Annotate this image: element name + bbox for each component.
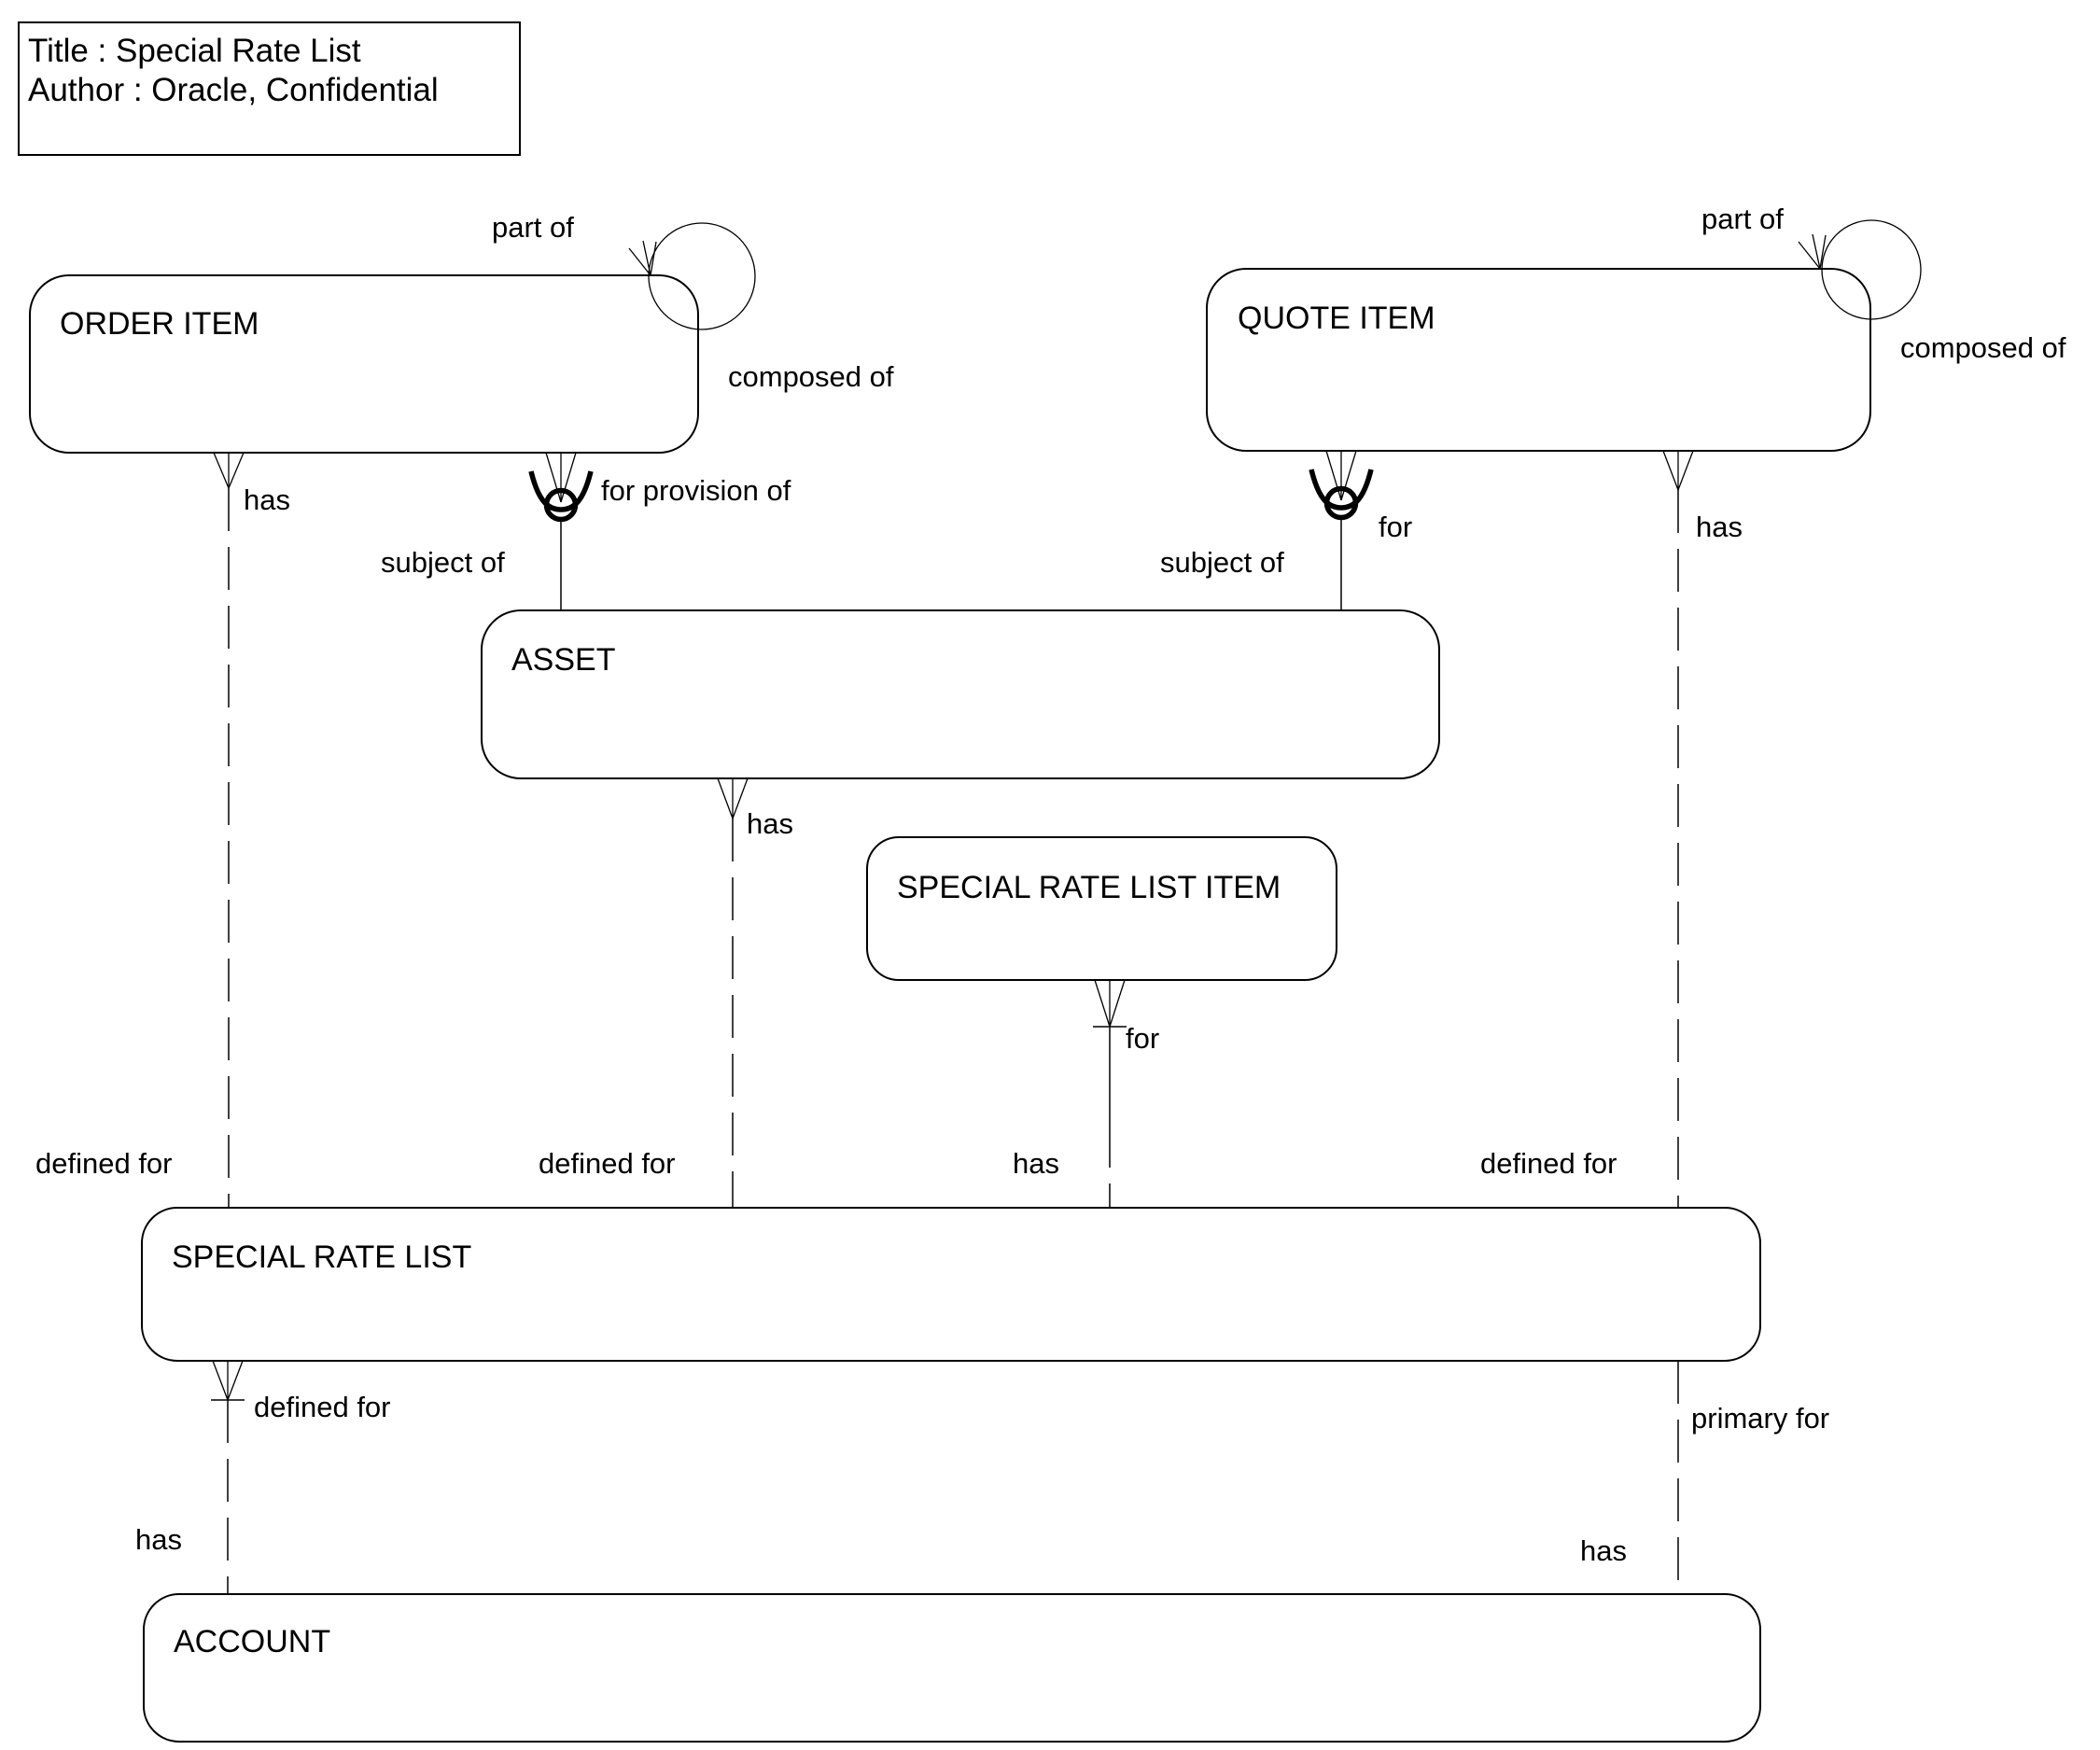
entity-special-rate-list-label: SPECIAL RATE LIST [172, 1239, 471, 1275]
crows-foot-icon [227, 1360, 244, 1401]
entity-asset: ASSET [481, 609, 1440, 779]
entity-order-item-box [29, 274, 699, 454]
crows-foot-icon [228, 452, 245, 489]
entity-order-item-label: ORDER ITEM [60, 306, 259, 342]
entity-account-box [143, 1593, 1761, 1743]
relationship-label: for provision of [601, 474, 791, 507]
relationship-label: primary for [1691, 1402, 1829, 1435]
entity-quote-item-label: QUOTE ITEM [1238, 301, 1435, 336]
crows-foot-icon [560, 452, 577, 503]
relationship-label: subject of [381, 546, 505, 579]
entity-special-rate-list-box [141, 1207, 1761, 1362]
crows-foot-icon [545, 452, 562, 503]
relationship-asset-to-special-rate-list: has defined for [539, 777, 793, 1208]
entity-account: ACCOUNT [143, 1593, 1761, 1743]
relationship-special-rate-list-item-to-special-rate-list: for has [1013, 979, 1159, 1208]
crows-foot-icon [1812, 233, 1821, 270]
relationship-label: has [747, 807, 793, 840]
crows-foot-icon [213, 452, 230, 489]
relationship-label: has [135, 1523, 182, 1556]
relationship-label: composed of [728, 360, 894, 393]
relationship-order-item-to-special-rate-list: has defined for [35, 452, 290, 1208]
title-block: Title : Special Rate List Author : Oracl… [18, 21, 521, 156]
relationship-label: for [1379, 511, 1412, 543]
relationship-label: has [1580, 1534, 1627, 1567]
curved-crows-foot-icon [528, 470, 594, 512]
entity-order-item: ORDER ITEM [29, 274, 699, 454]
entity-quote-item: QUOTE ITEM [1206, 268, 1871, 452]
entity-quote-item-box [1206, 268, 1871, 452]
crows-foot-icon [732, 777, 749, 819]
diagram-title-text: Title : Special Rate List [28, 33, 361, 69]
diagram-author-text: Author : Oracle, Confidential [28, 72, 439, 108]
crows-foot-icon [212, 1360, 229, 1401]
self-loop-arc-icon [1821, 219, 1922, 320]
relationship-label: defined for [254, 1391, 391, 1423]
optionality-circle-icon [543, 487, 579, 523]
relationship-label: defined for [539, 1147, 676, 1180]
crows-foot-icon [628, 247, 651, 276]
relationship-label: part of [1701, 203, 1784, 235]
entity-asset-label: ASSET [511, 642, 615, 678]
crows-foot-icon [1094, 979, 1111, 1028]
relationship-label: has [244, 483, 290, 516]
relationship-label: has [1696, 511, 1743, 543]
crows-foot-icon [1798, 241, 1821, 270]
relationship-label: defined for [35, 1147, 173, 1180]
crows-foot-icon [1662, 450, 1679, 491]
crows-foot-icon [1677, 450, 1694, 491]
relationship-special-rate-list-to-account-left: defined for has [135, 1360, 391, 1594]
relationship-special-rate-list-to-account-right: primary for has [1580, 1361, 1829, 1594]
entity-special-rate-list-item-label: SPECIAL RATE LIST ITEM [897, 870, 1281, 905]
crows-foot-icon [1819, 234, 1827, 270]
crows-foot-icon [1109, 979, 1126, 1028]
curved-crows-foot-icon [1309, 469, 1374, 511]
relationship-quote-item-to-special-rate-list: has defined for [1480, 450, 1743, 1208]
relationship-label: part of [492, 211, 574, 244]
entity-asset-box [481, 609, 1440, 779]
relationship-label: has [1013, 1147, 1059, 1180]
entity-special-rate-list-item: SPECIAL RATE LIST ITEM [866, 836, 1337, 981]
relationship-quote-item-self-loop: part of composed of [1701, 203, 2066, 364]
relationship-quote-item-to-asset: for subject of [1160, 450, 1412, 610]
entity-special-rate-list-item-box [866, 836, 1337, 981]
crows-foot-icon [1325, 450, 1342, 501]
crows-foot-icon [650, 241, 657, 276]
optionality-circle-icon [1323, 485, 1359, 521]
self-loop-arc-icon [648, 222, 756, 330]
relationship-label: for [1126, 1022, 1159, 1055]
entity-account-label: ACCOUNT [174, 1624, 330, 1659]
title-box [18, 21, 521, 156]
crows-foot-icon [1340, 450, 1357, 501]
relationship-label: defined for [1480, 1147, 1617, 1180]
relationship-order-item-self-loop: part of composed of [492, 211, 894, 393]
relationship-order-item-to-asset: for provision of subject of [381, 452, 791, 610]
crows-foot-icon [642, 240, 651, 276]
entity-special-rate-list: SPECIAL RATE LIST [141, 1207, 1761, 1362]
crows-foot-icon [717, 777, 734, 819]
relationship-label: subject of [1160, 546, 1284, 579]
relationship-label: composed of [1900, 331, 2066, 364]
